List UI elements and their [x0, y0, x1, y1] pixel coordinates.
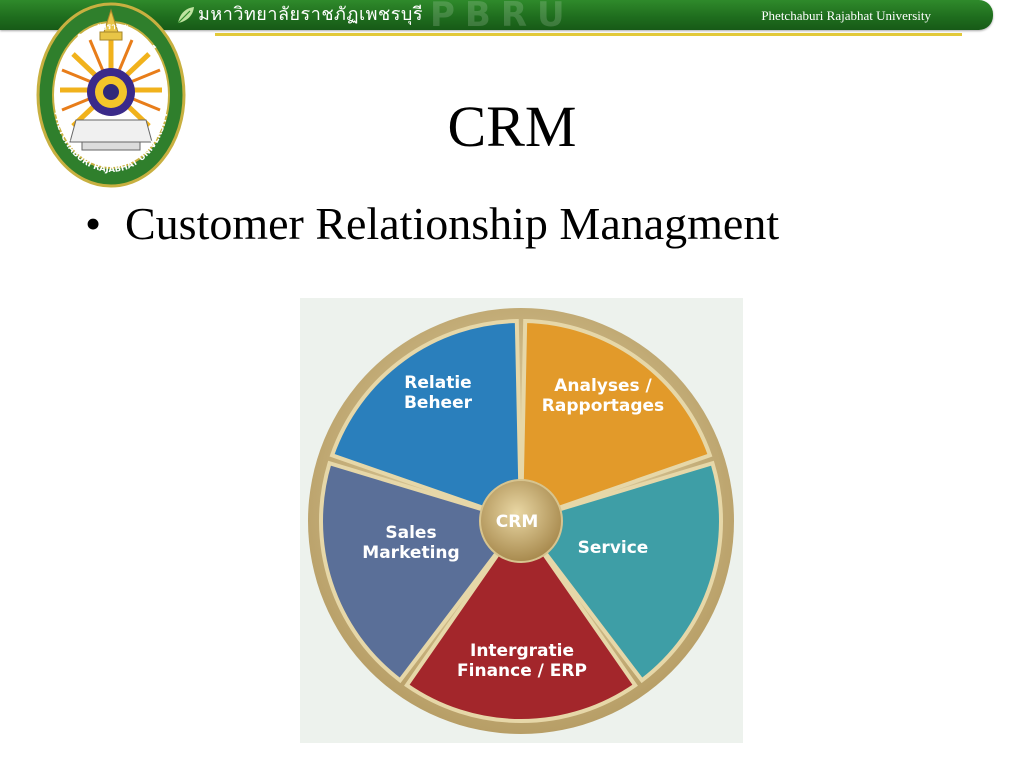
segment-label-2: Analyses /Rapportages	[542, 376, 664, 416]
university-name-english: Phetchaburi Rajabhat University	[761, 8, 931, 23]
university-name-thai: มหาวิทยาลัยราชภัฏเพชรบุรี	[198, 4, 423, 25]
wheel-segment-2	[518, 319, 713, 524]
leaf-icon	[177, 7, 194, 24]
segment-label-line: Relatie	[404, 373, 471, 393]
hub-label: CRM	[496, 512, 538, 532]
header-banner: มหาวิทยาลัยราชภัฏเพชรบุรี PBRU Phetchabu…	[0, 0, 993, 35]
segment-label-line: Analyses /	[554, 376, 652, 396]
segment-label-line: Intergratie	[470, 641, 574, 661]
segment-label-line: Marketing	[362, 543, 459, 563]
wheel-segment-1	[329, 319, 524, 524]
segment-label-line: Rapportages	[542, 396, 664, 416]
wheel-segment-4	[404, 517, 638, 723]
wheel-segment-5	[319, 460, 525, 684]
segment-label-line: Beheer	[404, 393, 473, 413]
segment-label-line: Sales	[385, 523, 436, 543]
wheel-hub	[479, 479, 563, 563]
bullet-marker: •	[85, 198, 102, 249]
bullet-item: • Customer Relationship Managment	[85, 196, 779, 251]
banner-stripe	[215, 33, 962, 36]
segment-label-3: Service	[578, 538, 649, 558]
slide-title: CRM	[447, 94, 577, 159]
wheel-segment-3	[517, 460, 723, 684]
university-seal-logo: มหาวิทยาลัยราชภัฏเพชรบุรี PHETCHABURI RA…	[36, 2, 186, 188]
banner-watermark: PBRU	[430, 0, 575, 35]
segment-label-line: Finance / ERP	[457, 661, 587, 681]
bullet-text: Customer Relationship Managment	[125, 198, 780, 249]
segment-label-line: Service	[578, 538, 649, 558]
